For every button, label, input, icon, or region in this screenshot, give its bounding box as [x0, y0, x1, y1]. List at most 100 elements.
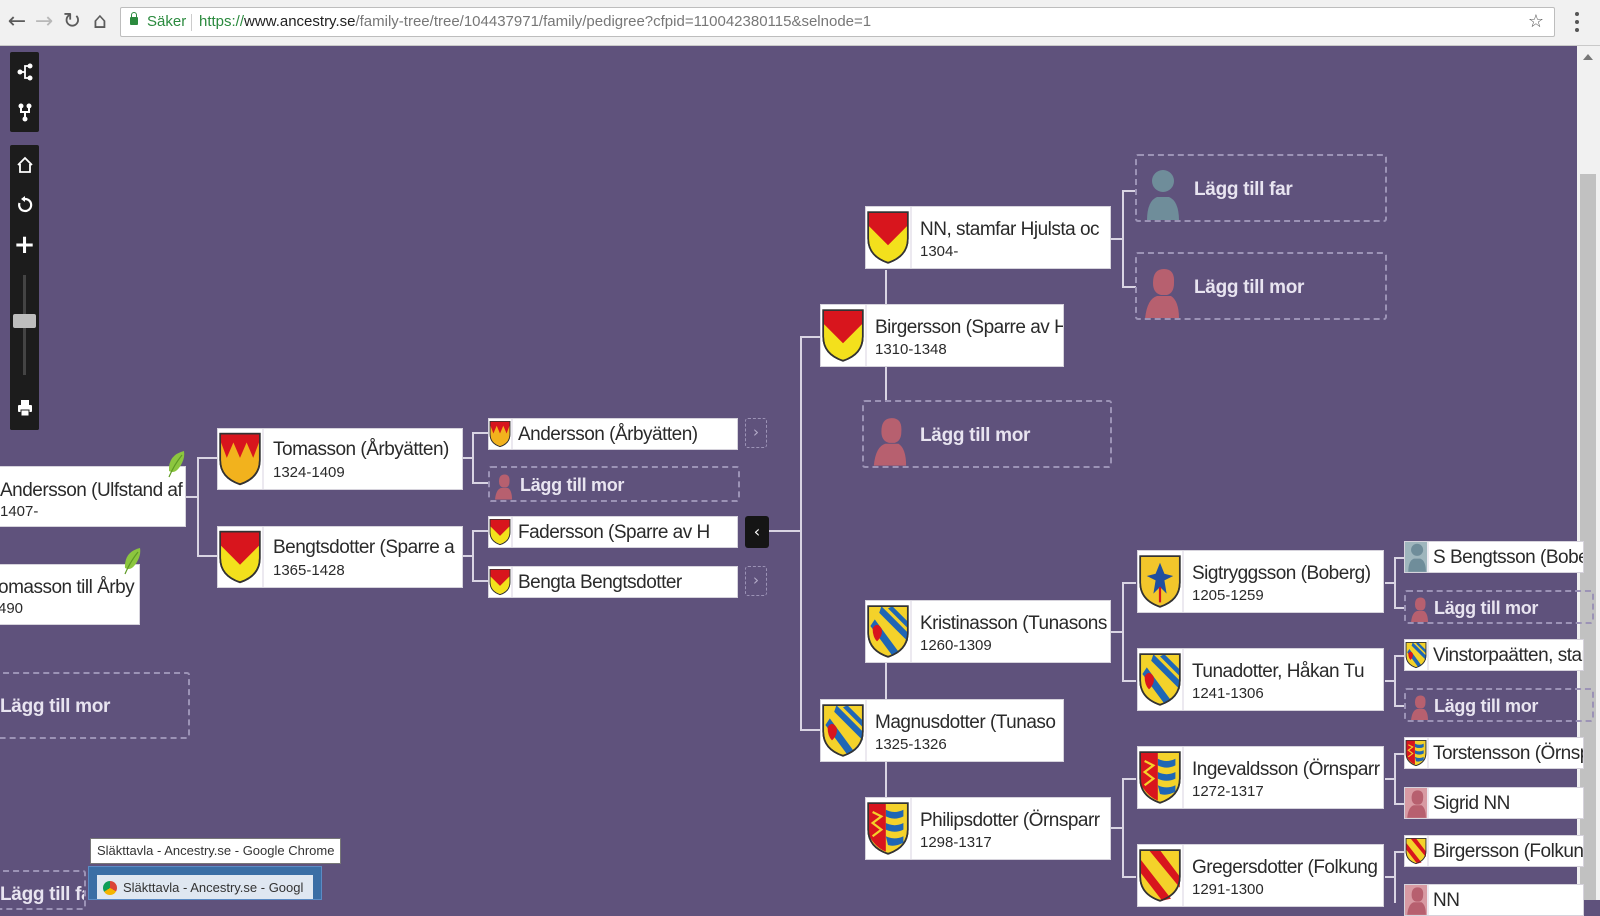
view-toolbar: [10, 52, 39, 132]
person-card-kristinasson[interactable]: Kristinasson (Tunasons 1260-1309: [865, 600, 1111, 663]
person-card-bengta-bengtsdotter[interactable]: Bengta Bengtsdotter: [488, 566, 738, 598]
person-name: Gregersdotter (Folkung: [1192, 857, 1378, 878]
hint-leaf-icon[interactable]: [122, 546, 142, 576]
person-card-andersson-ulfstand[interactable]: Andersson (Ulfstand af 1407-: [0, 466, 186, 527]
home-icon[interactable]: [10, 145, 39, 185]
zoom-handle[interactable]: [13, 313, 36, 328]
add-mother-card[interactable]: Lägg till mor: [862, 400, 1112, 468]
collapse-button[interactable]: ‹: [745, 516, 769, 548]
person-card-philipsdotter[interactable]: Philipsdotter (Örnsparr 1298-1317: [865, 797, 1111, 860]
url-path: /family-tree/tree/104437971/family/pedig…: [355, 13, 872, 30]
person-name: Tunadotter, Håkan Tu: [1192, 661, 1365, 682]
add-father-card[interactable]: Lägg till far: [0, 870, 86, 910]
home-page-icon[interactable]: ⌂: [93, 9, 107, 34]
person-card-nn[interactable]: NN: [1404, 884, 1584, 916]
expand-ancestors-button[interactable]: ›: [745, 566, 767, 596]
add-mother-card[interactable]: Lägg till mor: [488, 466, 740, 502]
person-dates: 490: [0, 600, 24, 617]
url-text[interactable]: https://www.ancestry.se/family-tree/tree…: [199, 8, 871, 36]
add-mother-label: Lägg till mor: [1434, 598, 1539, 618]
person-dates: 1304-: [920, 243, 959, 260]
add-mother-label: Lägg till mor: [0, 696, 111, 717]
person-card-tomasson[interactable]: Tomasson (Årbyätten) 1324-1409: [217, 428, 463, 490]
female-silhouette-icon: [493, 472, 513, 500]
add-mother-card[interactable]: Lägg till mor: [1404, 590, 1594, 624]
person-card-tunadotter[interactable]: Tunadotter, Håkan Tu 1241-1306: [1137, 648, 1384, 711]
person-name: Kristinasson (Tunasons: [920, 613, 1107, 634]
male-silhouette-icon: [1405, 542, 1429, 572]
person-name: Torstensson (Örnspa: [1433, 743, 1584, 764]
add-mother-label: Lägg till mor: [520, 475, 625, 495]
person-name: Ingevaldsson (Örnsparr: [1192, 759, 1380, 780]
female-silhouette-icon: [1141, 264, 1181, 320]
coat-of-arms-icon: [821, 305, 867, 366]
person-card-omasson-arby[interactable]: omasson till Årby 490: [0, 564, 140, 625]
female-silhouette-icon: [1405, 885, 1429, 915]
coat-of-arms-icon: [1405, 738, 1429, 768]
taskbar-window-thumbnail[interactable]: Släkttavla - Ancestry.se - Googl: [88, 866, 322, 900]
browser-menu-icon[interactable]: [1572, 8, 1582, 36]
person-card-torstensson[interactable]: Torstensson (Örnspa: [1404, 737, 1584, 769]
family-view-icon[interactable]: [10, 92, 39, 132]
add-father-card[interactable]: Lägg till far: [1135, 154, 1387, 222]
person-card-sigrid-nn[interactable]: Sigrid NN: [1404, 787, 1584, 819]
back-arrow-icon[interactable]: ←: [7, 9, 27, 34]
hint-leaf-icon[interactable]: [166, 449, 186, 479]
address-bar[interactable]: Säker https://www.ancestry.se/family-tre…: [120, 7, 1555, 37]
person-dates: 1407-: [0, 503, 39, 520]
female-silhouette-icon: [1409, 693, 1429, 721]
person-card-vinstorpaatten[interactable]: Vinstorpaätten, star: [1404, 639, 1584, 671]
person-card-s-bengtsson[interactable]: S Bengtsson (Boberg: [1404, 541, 1584, 573]
female-silhouette-icon: [870, 412, 908, 468]
add-father-label: Lägg till far: [0, 884, 84, 905]
browser-toolbar: ← → ↻ ⌂ Säker https://www.ancestry.se/fa…: [0, 0, 1600, 46]
person-dates: 1298-1317: [920, 834, 992, 851]
bookmark-star-icon[interactable]: ☆: [1527, 11, 1544, 32]
person-name: Andersson (Årbyätten): [518, 424, 698, 445]
person-dates: 1241-1306: [1192, 685, 1264, 702]
person-name: Birgersson (Folkung: [1433, 841, 1584, 862]
forward-arrow-icon[interactable]: →: [34, 9, 54, 34]
coat-of-arms-icon: [489, 419, 513, 449]
print-toolbar: [10, 388, 39, 430]
person-dates: 1272-1317: [1192, 783, 1264, 800]
zoom-slider[interactable]: [10, 265, 39, 385]
url-scheme: https://: [199, 13, 245, 30]
person-card-magnusdotter[interactable]: Magnusdotter (Tunaso 1325-1326: [820, 699, 1064, 762]
person-dates: 1205-1259: [1192, 587, 1264, 604]
add-mother-card[interactable]: Lägg till mor: [1404, 688, 1594, 722]
male-silhouette-icon: [1141, 166, 1181, 222]
coat-of-arms-icon: [1405, 836, 1429, 866]
chrome-icon: [103, 881, 117, 895]
person-card-andersson-arbyatten[interactable]: Andersson (Årbyätten): [488, 418, 738, 450]
zoom-in-button[interactable]: +: [13, 230, 36, 260]
print-icon[interactable]: [10, 388, 39, 428]
url-host: www.ancestry.se: [244, 13, 356, 30]
tree-view-icon[interactable]: [10, 52, 39, 92]
scroll-up-arrow-icon[interactable]: [1583, 54, 1593, 60]
add-mother-label: Lägg till mor: [920, 425, 1031, 446]
person-card-bengtsdotter[interactable]: Bengtsdotter (Sparre a 1365-1428: [217, 526, 463, 588]
person-card-fadersson[interactable]: Fadersson (Sparre av H: [488, 516, 738, 548]
reset-icon[interactable]: [10, 185, 39, 225]
person-name: Birgersson (Sparre av H: [875, 317, 1064, 338]
person-card-ingevaldsson[interactable]: Ingevaldsson (Örnsparr 1272-1317: [1137, 746, 1384, 809]
vertical-scrollbar[interactable]: [1577, 46, 1600, 900]
add-mother-label: Lägg till mor: [1434, 696, 1539, 716]
taskbar-tooltip: Släkttavla - Ancestry.se - Google Chrome: [90, 838, 342, 864]
add-mother-card[interactable]: Lägg till mor: [1135, 252, 1387, 320]
expand-ancestors-button[interactable]: ›: [745, 418, 767, 448]
person-card-gregersdotter[interactable]: Gregersdotter (Folkung 1291-1300: [1137, 844, 1384, 907]
person-name: Sigrid NN: [1433, 793, 1510, 814]
person-card-birgersson-folkung[interactable]: Birgersson (Folkung: [1404, 835, 1584, 867]
lock-icon: [130, 12, 138, 25]
address-divider: [191, 14, 192, 31]
person-card-birgersson[interactable]: Birgersson (Sparre av H 1310-1348: [820, 304, 1064, 367]
coat-of-arms-icon: [1138, 649, 1184, 710]
reload-icon[interactable]: ↻: [62, 9, 82, 34]
person-name: Magnusdotter (Tunaso: [875, 712, 1056, 733]
person-name: S Bengtsson (Boberg: [1433, 547, 1583, 568]
add-mother-card[interactable]: Lägg till mor: [0, 672, 190, 739]
person-card-nn-stamfar[interactable]: NN, stamfar Hjulsta oc 1304-: [865, 206, 1111, 269]
person-card-sigtryggsson[interactable]: Sigtryggsson (Boberg) 1205-1259: [1137, 550, 1384, 613]
